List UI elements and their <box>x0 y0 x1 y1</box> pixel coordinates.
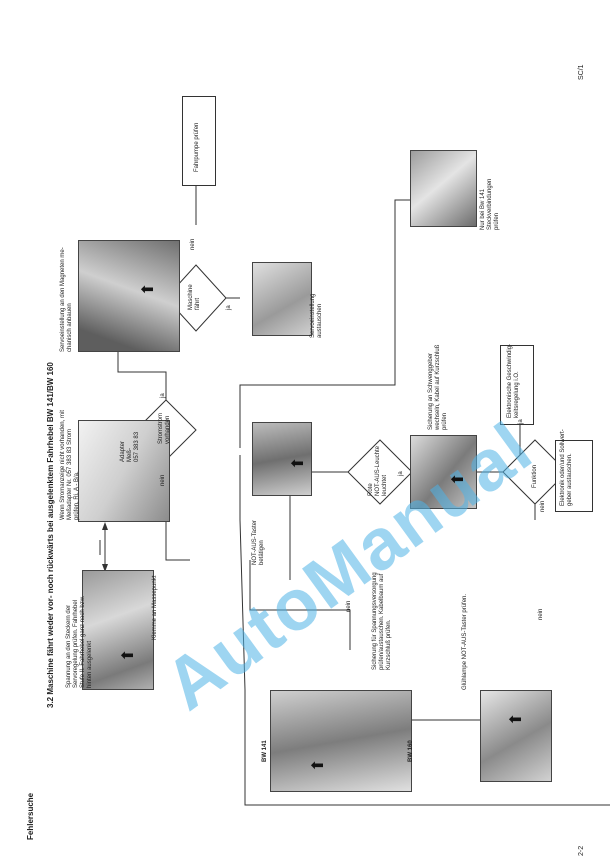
masse-caption: Klemme an Massepunkt <box>152 575 158 640</box>
box-elektronik-ok <box>500 345 534 425</box>
adapter-caption: Adapter Meß- 057 383 83 <box>120 431 140 462</box>
page-number: 2-2 <box>578 845 585 856</box>
arrow-icon: ⬆ <box>140 282 157 296</box>
not-aus-caption: NOT-AUS-Taster betätigen <box>252 519 265 565</box>
nur-bw141-text: Nur bei Bw 141 Steckverbindungen prüfen <box>480 178 500 230</box>
arrow-icon: ⬆ <box>290 456 307 470</box>
label-nein-funktion: nein <box>540 500 546 512</box>
label-nein-strom: nein <box>160 474 166 486</box>
arrow-icon: ⬆ <box>310 758 327 772</box>
label-nein-rote: nein <box>346 600 352 612</box>
photo-servoregelung <box>78 240 180 352</box>
photo-steckverbindung <box>410 150 477 227</box>
servo-text: Servoeinstellung an den Magneten me- cha… <box>60 247 73 352</box>
photo-servoeinstellung <box>252 262 312 336</box>
elektronik-ok-label: Elektronische Geschwindig- keitsregelung… <box>507 343 520 418</box>
section-label: Fehlersuche <box>26 792 35 840</box>
arrow-icon: ⬆ <box>508 712 525 726</box>
decision-diamond-rote-lampe <box>347 439 413 505</box>
gluehlampe-text: Glühlampe NOT-AUS-Taster prüfen. <box>462 593 468 690</box>
fahrpumpe-label: Fahrpumpe prüfen <box>194 122 200 172</box>
photo-bw141-bw160 <box>270 690 412 792</box>
decision-strom-text: Stromstrom vorhanden <box>158 412 171 444</box>
box-elektronik-austausch <box>555 440 593 512</box>
photo-schwenggeber <box>410 435 477 509</box>
label-ja-maschine: ja <box>226 305 232 310</box>
doc-code: SC/1 <box>578 64 585 80</box>
elektronik-austausch-label: Elektronik oder/und Sollwert- geber aust… <box>560 429 573 506</box>
box-fahrpumpe <box>182 96 216 186</box>
photo-masse-klemme <box>82 570 154 690</box>
label-ja-funktion: ja <box>518 419 524 424</box>
photo-not-aus-taster <box>252 422 312 496</box>
photo-gluehlampe <box>480 690 552 782</box>
spannung-text: Spannung an den Steckern der Servoregelu… <box>66 595 93 688</box>
servo-exchange-caption: Servoeinstellung austauschen <box>310 293 323 338</box>
photo-messadapter <box>78 420 170 522</box>
label-nein-gluehlampe: nein <box>538 608 544 620</box>
label-ja-rote: ja <box>398 471 404 476</box>
decision-maschine-text: Maschine fährt <box>188 284 201 310</box>
decision-funktion-text: Funktion <box>532 464 538 488</box>
page-title: 3.2 Maschine fährt weder vor- noch rückw… <box>46 362 55 708</box>
label-nein-maschine: nein <box>190 238 196 250</box>
sicherung-spannung-text: Sicherung für Spannungsversorgung prüfen… <box>372 572 392 670</box>
label-ja-strom: ja <box>160 393 166 398</box>
bw141-label: BW 141 <box>262 740 268 762</box>
arrow-icon: ⬆ <box>450 472 467 486</box>
sicherung-text: Sicherung an Schwenggeber wechseln, Kabe… <box>428 344 448 430</box>
arrow-icon: ⬆ <box>120 648 137 662</box>
bw160-label: BW 160 <box>408 740 414 762</box>
stromanzeige-text: Wenn Stromanzeige nicht vorhanden, mit M… <box>60 410 80 520</box>
decision-rote-lampe-text: Rote NOT-AUS-Leuchte leuchtet <box>368 445 388 496</box>
